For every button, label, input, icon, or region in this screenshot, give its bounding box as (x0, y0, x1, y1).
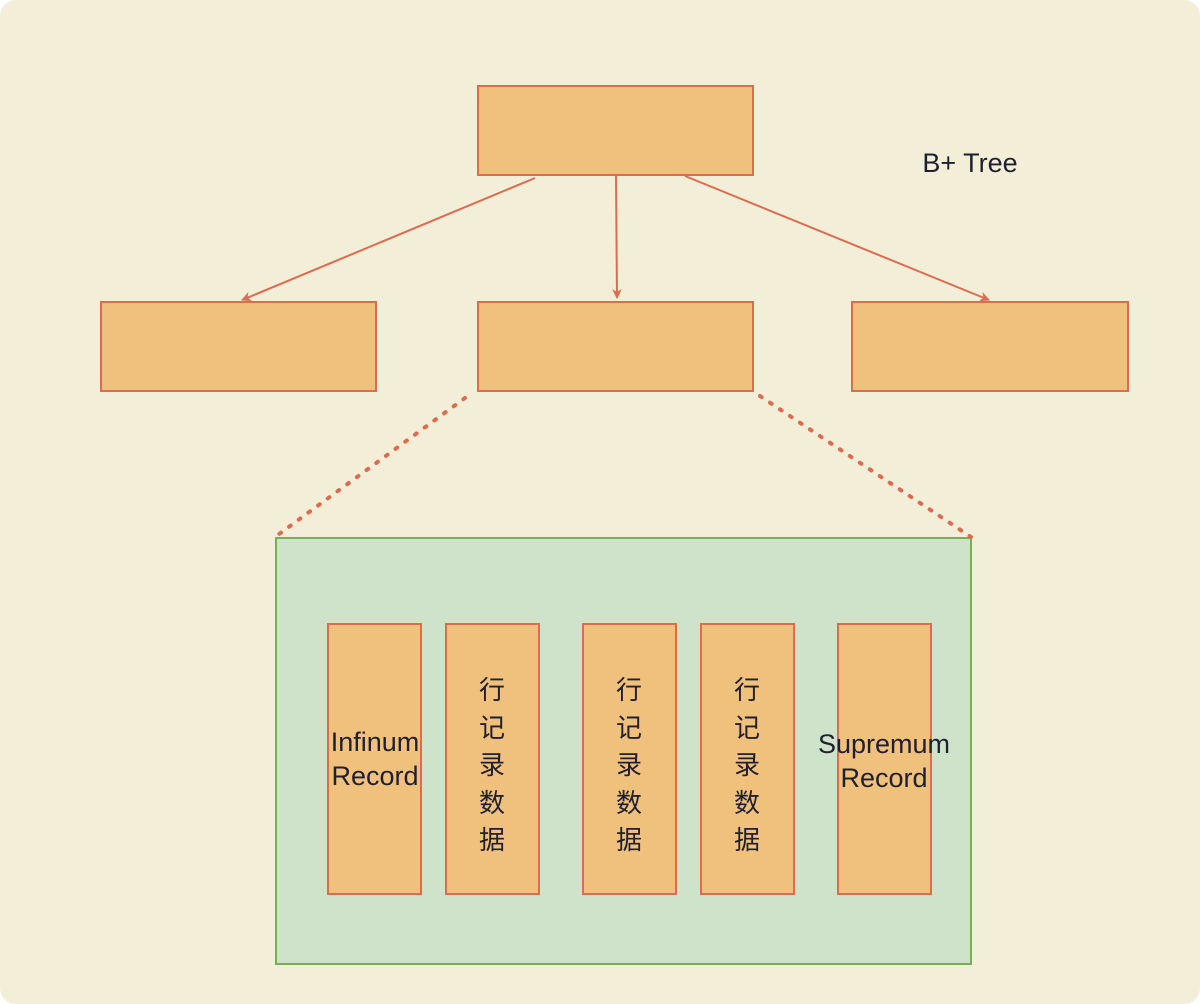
row-record-2-label: 行记录数据 (615, 676, 642, 856)
row-record-3-label: 行记录数据 (733, 676, 760, 856)
child-node-middle (477, 301, 754, 392)
row-record-1-label: 行记录数据 (478, 676, 505, 856)
root-node (477, 85, 754, 176)
row-record-2 (582, 623, 677, 895)
child-node-left (100, 301, 377, 392)
edge-root-to-right (684, 175, 990, 302)
infimum-record-label: Infinum Record (330, 727, 420, 791)
child-node-right (851, 301, 1129, 392)
zoom-line-right (758, 394, 973, 539)
row-record-1 (445, 623, 540, 895)
supremum-record-label: Supremum Record (817, 729, 951, 793)
row-record-3 (700, 623, 795, 895)
infimum-record (327, 623, 422, 895)
edge-root-to-left (241, 177, 536, 302)
tree-title: B+ Tree (922, 148, 1018, 178)
zoom-line-left (273, 396, 467, 539)
supremum-record (837, 623, 932, 895)
edge-root-to-middle (611, 175, 622, 299)
